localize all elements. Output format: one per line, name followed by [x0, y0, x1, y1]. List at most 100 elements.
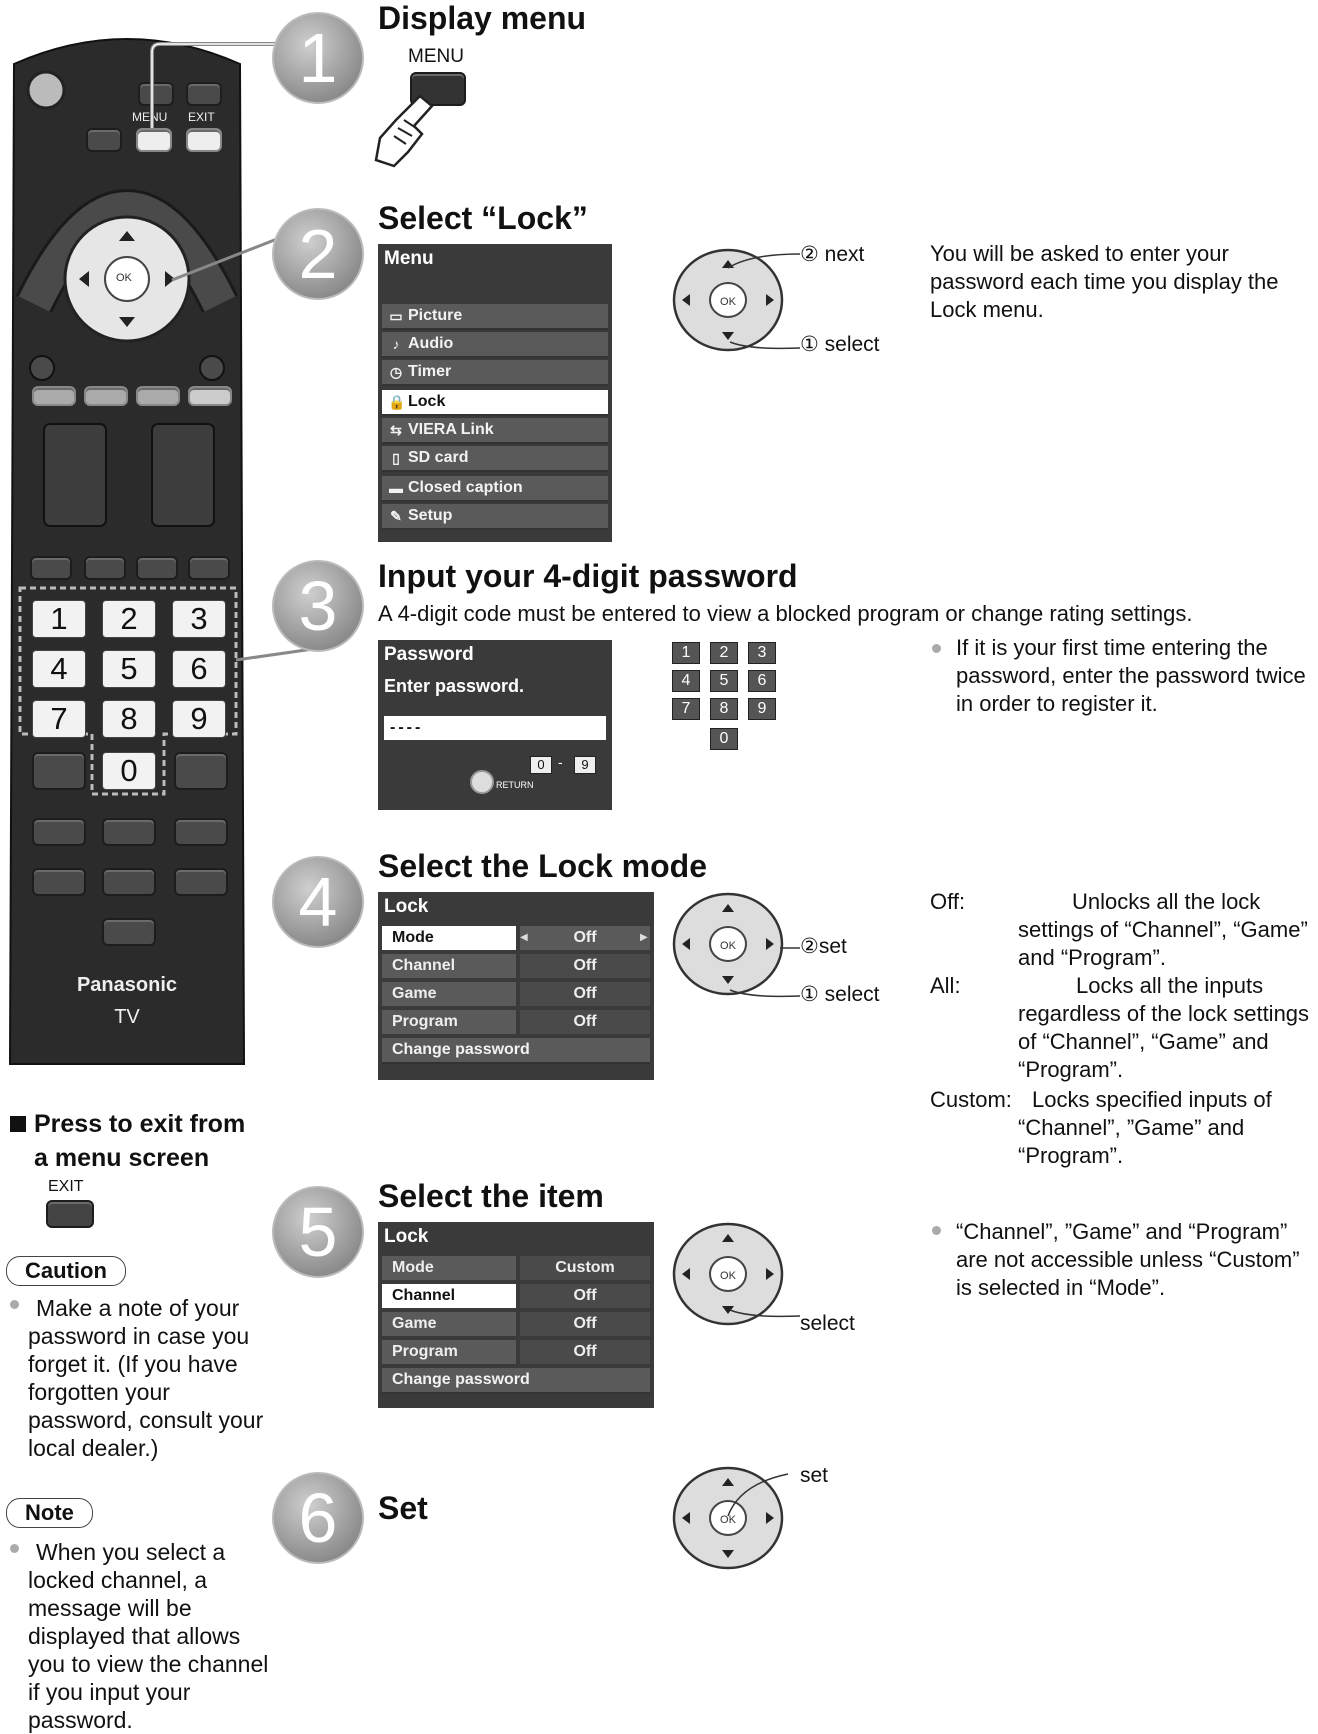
remote-digit-2: 2: [102, 600, 156, 638]
remote-button: [186, 82, 222, 106]
remote-button: [30, 556, 72, 580]
exit-button: [46, 1200, 94, 1228]
change-password-item[interactable]: Change password: [382, 1368, 650, 1394]
menu-item-timer[interactable]: ◷ Timer: [382, 360, 608, 386]
caution-title: Caution: [6, 1256, 126, 1286]
password-panel: Password Enter password. ---- 0 - 9 RETU…: [378, 640, 612, 810]
menu-item-sd-card[interactable]: ▯SD card: [382, 446, 608, 472]
remote-color-button: [32, 386, 76, 406]
lock-row-name: Mode: [382, 1256, 516, 1280]
step-3-circle: 3: [272, 560, 364, 652]
timer-icon: ◷: [389, 364, 403, 380]
keypad-key-3: 3: [748, 642, 776, 664]
tv-remote-illustration: MENU EXIT OK 1 2 3 4 5 6 7 8 9 0 Panason…: [4, 34, 250, 1074]
remote-digit-6: 6: [172, 650, 226, 688]
remote-button: [138, 82, 174, 106]
step-4-circle: 4: [272, 856, 364, 948]
remote-digit-9: 9: [172, 700, 226, 738]
remote-button: [174, 752, 228, 790]
return-dpad-icon: [470, 770, 494, 794]
svg-text:OK: OK: [720, 940, 737, 952]
remote-exit-button: [186, 128, 222, 152]
remote-digit-5: 5: [102, 650, 156, 688]
bullet-icon: [932, 1226, 941, 1235]
menu-item-label: Closed caption: [408, 479, 523, 496]
keypad-key-5: 5: [710, 670, 738, 692]
lock-row-name: Channel: [382, 1284, 516, 1308]
menu-item-label: Timer: [408, 363, 452, 380]
step-5-circle: 5: [272, 1186, 364, 1278]
remote-model: TV: [114, 1006, 140, 1028]
exit-heading-line-2: a menu screen: [34, 1144, 210, 1172]
password-input[interactable]: ----: [384, 716, 606, 740]
range-separator: -: [558, 754, 563, 770]
remote-button: [32, 752, 86, 790]
step-5-select-label: select: [800, 1312, 855, 1335]
lock-row-value: Off: [520, 982, 650, 1006]
remote-button: [174, 868, 228, 896]
step-3-subtitle: A 4-digit code must be entered to view a…: [378, 601, 1193, 626]
audio-icon: ♪: [392, 336, 400, 352]
arrow-left-icon: ◀: [520, 932, 528, 943]
lock-mode-desc-custom: Locks specified inputs of “Channel”, ”Ga…: [1018, 1087, 1272, 1168]
menu-item-setup[interactable]: ✎ Setup: [382, 504, 608, 530]
lock-icon: 🔒: [388, 394, 406, 410]
lock-mode-term-custom: Custom:: [930, 1087, 1012, 1112]
note-title: Note: [6, 1498, 93, 1528]
menu-item-picture[interactable]: ▭ Picture: [382, 304, 608, 330]
step-5-title: Select the item: [378, 1178, 604, 1214]
menu-item-label: Picture: [408, 307, 463, 324]
setup-icon: ✎: [390, 508, 402, 524]
remote-digit-8: 8: [102, 700, 156, 738]
step-3-note: If it is your first time entering the pa…: [956, 635, 1306, 716]
black-square-icon: [10, 1116, 26, 1132]
lock-row-value: Off: [520, 954, 650, 978]
return-label: RETURN: [496, 780, 534, 790]
step-1-menu-button: [410, 72, 466, 106]
menu-item-audio[interactable]: ♪Audio: [382, 332, 608, 358]
picture-icon: ▭: [389, 308, 403, 324]
step-1-circle: 1: [272, 12, 364, 104]
closed-caption-icon: ▬: [389, 480, 403, 496]
step-4-title: Select the Lock mode: [378, 848, 707, 884]
menu-item-closed-caption[interactable]: ▬ Closed caption: [382, 476, 608, 502]
lock-panel-title: Lock: [384, 1226, 429, 1247]
keypad-key-4: 4: [672, 670, 700, 692]
remote-color-button: [188, 386, 232, 406]
lock-mode-term-off: Off:: [930, 889, 966, 914]
keypad-key-8: 8: [710, 698, 738, 720]
keypad-key-2: 2: [710, 642, 738, 664]
step-3-title: Input your 4-digit password: [378, 558, 798, 594]
lock-row-name: Channel: [382, 954, 516, 978]
step-2-title: Select “Lock”: [378, 200, 588, 236]
remote-button: [102, 868, 156, 896]
remote-button: [84, 556, 126, 580]
lock-item-panel: Lock Mode Custom Channel Off Game Off Pr…: [378, 1222, 654, 1408]
menu-item-label: VIERA Link: [408, 421, 494, 438]
exit-heading-line-1: Press to exit from: [34, 1110, 246, 1138]
remote-digit-3: 3: [172, 600, 226, 638]
remote-color-button: [84, 386, 128, 406]
lock-mode-desc-off: Unlocks all the lock settings of “Channe…: [1018, 889, 1308, 970]
remote-button: [102, 818, 156, 846]
step-6-title: Set: [378, 1490, 428, 1526]
step-5-note: “Channel”, ”Game” and “Program” are not …: [956, 1219, 1300, 1300]
lock-row-name: Program: [382, 1010, 516, 1034]
menu-item-label: Setup: [408, 507, 453, 524]
remote-button: [32, 868, 86, 896]
arrow-right-icon: ▶: [640, 932, 648, 943]
step-2-select-label: ① select: [800, 333, 880, 356]
bullet-icon: [10, 1300, 19, 1309]
remote-button: [32, 818, 86, 846]
remote-button: [174, 818, 228, 846]
menu-item-lock[interactable]: 🔒Lock: [382, 390, 608, 416]
note-text: When you select a locked channel, a mess…: [28, 1539, 269, 1733]
remote-digit-4: 4: [32, 650, 86, 688]
lock-row-value: Off: [520, 1340, 650, 1364]
keypad-key-6: 6: [748, 670, 776, 692]
menu-item-viera-link[interactable]: ⇆ VIERA Link: [382, 418, 608, 444]
keypad-key-9: 9: [748, 698, 776, 720]
viera-link-icon: ⇆: [390, 422, 402, 438]
lock-panel-title: Lock: [384, 896, 429, 917]
change-password-item[interactable]: Change password: [382, 1038, 650, 1064]
